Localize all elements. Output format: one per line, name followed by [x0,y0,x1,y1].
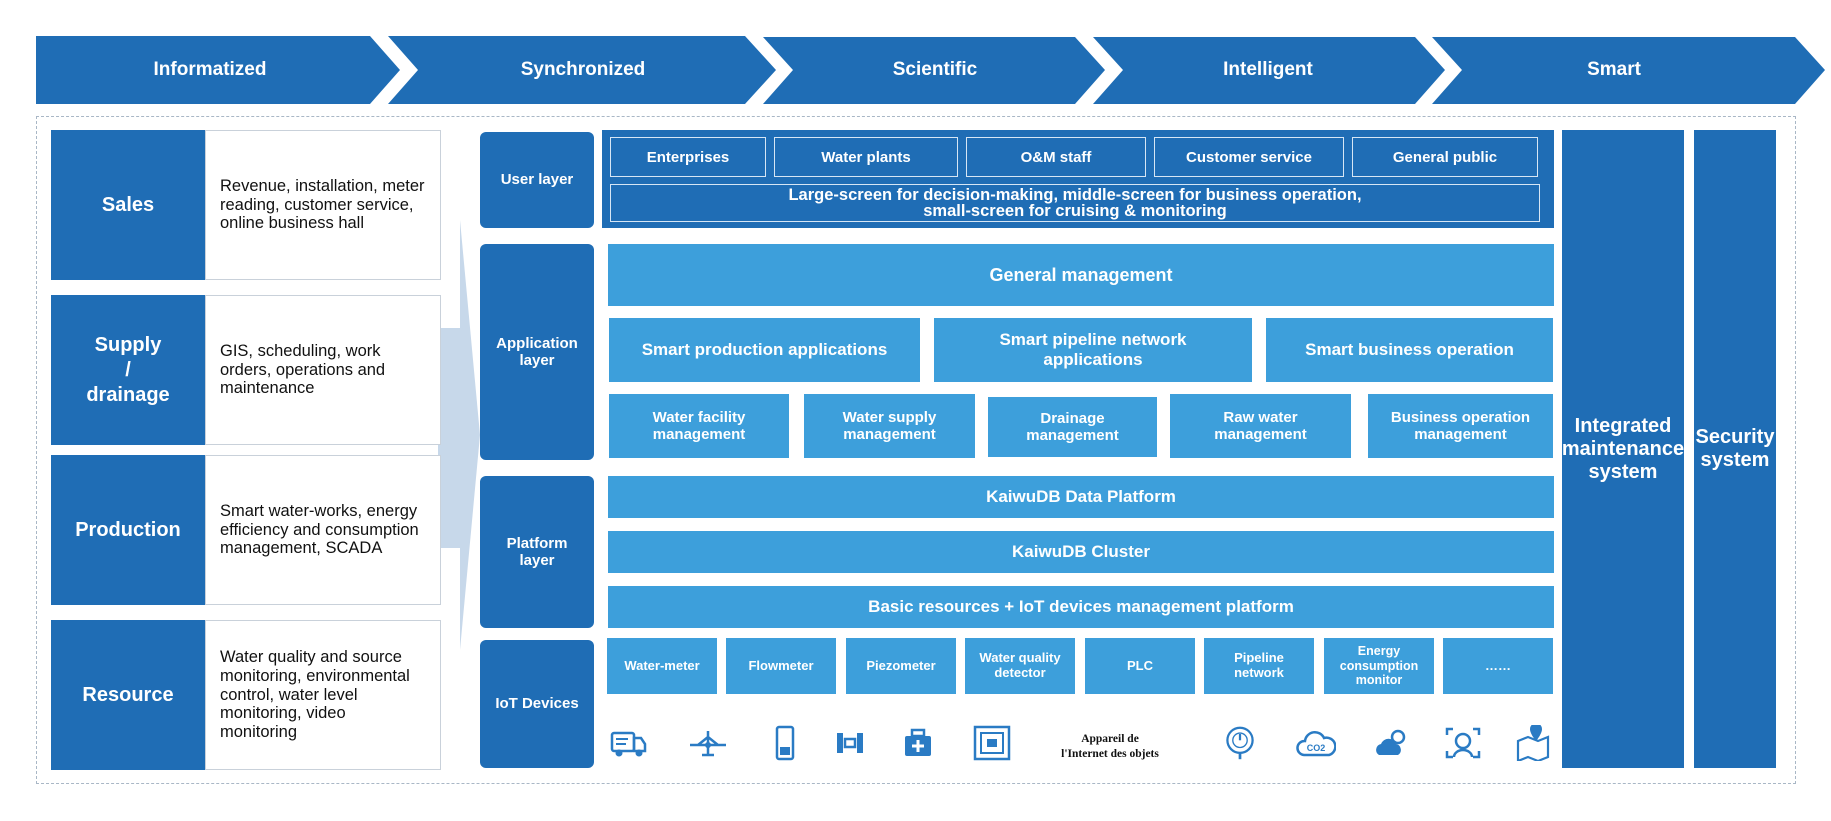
iot-piezometer: Piezometer [846,638,956,694]
stage-chevron-informatized [36,36,400,104]
iot-plc: PLC [1085,638,1195,694]
security-system: Security system [1694,130,1776,768]
stage-chevron-intelligent [1093,37,1445,104]
category-production-description: Smart water-works, energy efficiency and… [205,455,441,605]
category-production: Production [51,455,205,605]
stage-label-intelligent: Intelligent [1223,59,1313,80]
truck-icon [610,731,647,757]
category-sales: Sales [51,130,205,280]
stage-chevron-scientific [763,37,1105,104]
app-smart-pipeline-network: Smart pipeline network applications [934,318,1252,382]
map-pin-icon [1516,725,1550,761]
user-customer-service: Customer service [1154,137,1344,177]
flow-arrow [438,220,480,650]
svg-text:CO2: CO2 [1307,743,1326,753]
iot-energy-consumption-monitor: Energy consumption monitor [1324,638,1434,694]
face-scan-icon [1445,727,1481,759]
stage-label-informatized: Informatized [153,59,267,80]
pressure-gauge-icon [1226,726,1254,760]
integrated-maintenance-system: Integrated maintenance system [1562,130,1684,768]
stage-label-smart: Smart [1587,59,1641,80]
user-general-public: General public [1352,137,1538,177]
iot-devices-caption: Appareil de l'Internet des objets [1061,733,1159,760]
category-supply-drainage: Supply / drainage [51,295,205,445]
app-business-operation-management: Business operation management [1368,394,1553,458]
co2-cloud-icon: CO2 [1296,731,1336,757]
iot-water-quality-detector: Water quality detector [965,638,1075,694]
platform-basic-resources: Basic resources + IoT devices management… [608,586,1554,628]
stage-label-synchronized: Synchronized [520,59,646,80]
chip-icon [973,725,1011,761]
category-resource: Resource [51,620,205,770]
platform-kaiwudb-data-platform: KaiwuDB Data Platform [608,476,1554,518]
architecture-frame [36,116,1796,784]
app-drainage-management: Drainage management [988,397,1157,457]
layer-label-iot: IoT Devices [480,640,594,768]
stage-chevron-synchronized [388,36,776,104]
layer-label-application: Application layer [480,244,594,460]
airplane-icon [690,731,726,757]
app-water-facility-management: Water facility management [609,394,789,458]
layer-label-user: User layer [480,132,594,228]
layer-label-platform: Platform layer [480,476,594,628]
user-om-staff: O&M staff [966,137,1146,177]
user-enterprises: Enterprises [610,137,766,177]
weather-icon [1376,729,1406,755]
stage-label-scientific: Scientific [892,59,978,80]
platform-kaiwudb-cluster: KaiwuDB Cluster [608,531,1554,573]
app-raw-water-management: Raw water management [1170,394,1351,458]
medical-kit-icon [905,728,931,756]
satellite-icon [837,733,863,753]
iot-pipeline-network: Pipeline network [1204,638,1314,694]
user-layer-panel [602,130,1554,228]
user-screens-description: Large-screen for decision-making, middle… [610,184,1540,222]
stage-chevron-smart [1432,37,1825,104]
category-supply-drainage-description: GIS, scheduling, work orders, operations… [205,295,441,445]
app-general-management: General management [608,244,1554,306]
app-water-supply-management: Water supply management [804,394,975,458]
iot-flowmeter: Flowmeter [726,638,836,694]
iot-more: …… [1443,638,1553,694]
user-water-plants: Water plants [774,137,958,177]
smartphone-icon [775,725,795,761]
stage-banner [36,36,1825,104]
app-smart-production: Smart production applications [609,318,920,382]
category-resource-description: Water quality and source monitoring, env… [205,620,441,770]
category-sales-description: Revenue, installation, meter reading, cu… [205,130,441,280]
iot-water-meter: Water-meter [607,638,717,694]
app-smart-business-operation: Smart business operation [1266,318,1553,382]
